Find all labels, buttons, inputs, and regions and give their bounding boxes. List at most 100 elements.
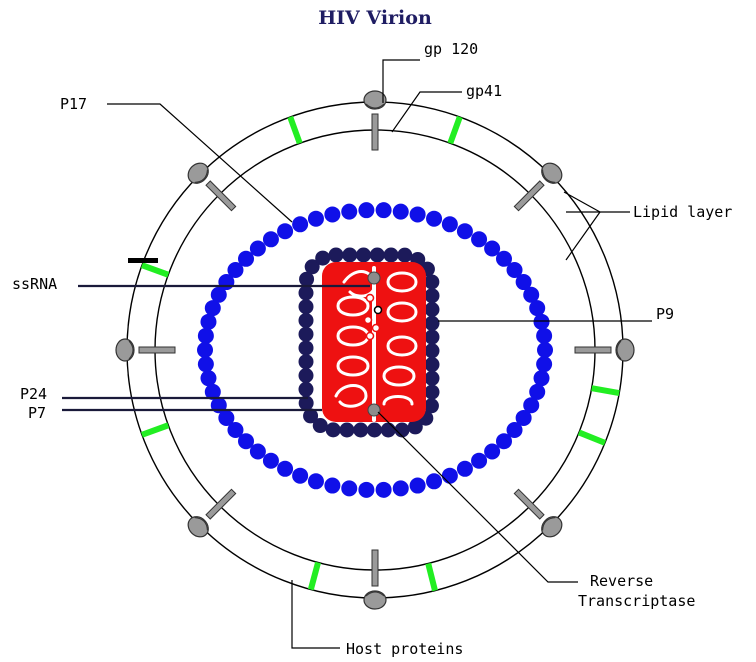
p17-matrix-protein bbox=[537, 342, 553, 358]
p17-matrix-protein bbox=[376, 482, 392, 498]
p17-matrix-protein bbox=[263, 231, 279, 247]
glycoprotein-spike-icon bbox=[509, 159, 566, 216]
p17-matrix-protein bbox=[426, 211, 442, 227]
p24-capsid-protein bbox=[356, 248, 371, 263]
p17-matrix-protein bbox=[393, 204, 409, 220]
host-protein-marker-icon bbox=[287, 116, 302, 144]
glycoprotein-spike-icon bbox=[184, 159, 241, 216]
p17-matrix-protein bbox=[471, 453, 487, 469]
host-protein-dark-marker bbox=[128, 258, 158, 263]
p24-capsid-protein bbox=[299, 299, 314, 314]
reverse-transcriptase-icon bbox=[368, 404, 380, 416]
p17-matrix-protein bbox=[197, 342, 213, 358]
p17-matrix-protein bbox=[457, 461, 473, 477]
p24-capsid-protein bbox=[425, 330, 440, 345]
p17-matrix-protein bbox=[442, 216, 458, 232]
p17-matrix-protein bbox=[358, 202, 374, 218]
p24-capsid-protein bbox=[425, 302, 440, 317]
glycoprotein-spike-icon bbox=[184, 484, 241, 541]
p24-capsid-protein bbox=[299, 354, 314, 369]
p17-matrix-protein bbox=[536, 328, 552, 344]
p17-matrix-protein bbox=[410, 206, 426, 222]
label-host-proteins: Host proteins bbox=[346, 640, 463, 658]
p24-capsid-protein bbox=[326, 422, 341, 437]
p24-capsid-protein bbox=[299, 327, 314, 342]
p17-matrix-protein bbox=[277, 223, 293, 239]
p24-capsid-protein bbox=[299, 382, 314, 397]
p24-capsid-protein bbox=[315, 251, 330, 266]
p17-matrix-protein bbox=[471, 231, 487, 247]
p17-matrix-protein bbox=[358, 482, 374, 498]
p17-matrix-protein bbox=[292, 216, 308, 232]
label-lipid-layer: Lipid layer bbox=[633, 203, 732, 221]
p17-matrix-protein bbox=[457, 223, 473, 239]
p17-matrix-protein bbox=[442, 468, 458, 484]
p24-capsid-protein bbox=[339, 423, 354, 438]
host-protein-marker-icon bbox=[591, 385, 620, 396]
p17-matrix-protein bbox=[198, 328, 214, 344]
p24-capsid-protein bbox=[367, 423, 382, 438]
p17-matrix-protein bbox=[263, 453, 279, 469]
p17-matrix-protein bbox=[536, 356, 552, 372]
glycoprotein-spike-icon bbox=[364, 550, 386, 609]
label-p9: P9 bbox=[656, 305, 674, 323]
p24-capsid-protein bbox=[425, 371, 440, 386]
p17-matrix-protein bbox=[324, 478, 340, 494]
host-protein-marker-icon bbox=[141, 422, 169, 437]
p24-capsid-protein bbox=[425, 357, 440, 372]
p17-matrix-protein bbox=[426, 473, 442, 489]
p24-capsid-protein bbox=[299, 313, 314, 328]
diagram-title: HIV Virion bbox=[318, 7, 432, 29]
glycoprotein-spike-icon bbox=[575, 339, 634, 361]
reverse-transcriptase-top-icon bbox=[368, 272, 380, 284]
p24-capsid-protein bbox=[425, 343, 440, 358]
label-gp120: gp 120 bbox=[424, 40, 478, 58]
p24-capsid-protein bbox=[425, 288, 440, 303]
p17-matrix-protein bbox=[484, 443, 500, 459]
p17-matrix-protein bbox=[277, 461, 293, 477]
p17-matrix-protein bbox=[341, 204, 357, 220]
label-reverse: Reverse bbox=[590, 572, 653, 590]
p17-matrix-protein bbox=[200, 370, 216, 386]
host-protein-marker-icon bbox=[308, 562, 321, 591]
p24-capsid-protein bbox=[425, 385, 440, 400]
p17-matrix-protein bbox=[324, 206, 340, 222]
p17-matrix-protein bbox=[292, 468, 308, 484]
p17-matrix-protein bbox=[534, 314, 550, 330]
p17-matrix-protein bbox=[393, 480, 409, 496]
p24-capsid-protein bbox=[381, 423, 396, 438]
p24-capsid-protein bbox=[424, 274, 439, 289]
p24-capsid-protein bbox=[299, 340, 314, 355]
p17-matrix-protein bbox=[410, 478, 426, 494]
p17-matrix-protein bbox=[534, 370, 550, 386]
p24-capsid-protein bbox=[353, 423, 368, 438]
p24-capsid-protein bbox=[425, 316, 440, 331]
p17-matrix-protein bbox=[529, 300, 545, 316]
p24-capsid-protein bbox=[384, 248, 399, 263]
host-protein-marker-icon bbox=[425, 563, 438, 592]
p17-matrix-protein bbox=[341, 480, 357, 496]
glycoprotein-spike-icon bbox=[509, 484, 566, 541]
p17-matrix-protein bbox=[308, 473, 324, 489]
label-p7: P7 bbox=[28, 404, 46, 422]
p24-capsid-protein bbox=[397, 248, 412, 263]
host-protein-marker-icon bbox=[447, 116, 462, 144]
label-p17: P17 bbox=[60, 95, 87, 113]
p24-capsid-protein bbox=[370, 248, 385, 263]
p17-matrix-protein bbox=[200, 314, 216, 330]
p17-matrix-protein bbox=[198, 356, 214, 372]
host-protein-marker-icon bbox=[578, 430, 606, 446]
p24-capsid-protein bbox=[299, 368, 314, 383]
p17-matrix-protein bbox=[376, 202, 392, 218]
p24-capsid-protein bbox=[342, 248, 357, 263]
host-protein-marker-icon bbox=[141, 262, 169, 277]
p24-capsid-protein bbox=[329, 248, 344, 263]
p24-capsid-protein bbox=[299, 285, 314, 300]
label-transcriptase: Transcriptase bbox=[578, 592, 695, 610]
p17-matrix-protein bbox=[250, 241, 266, 257]
label-p24: P24 bbox=[20, 385, 47, 403]
label-ssrna: ssRNA bbox=[12, 275, 57, 293]
glycoprotein-spike-icon bbox=[116, 339, 175, 361]
p17-matrix-protein bbox=[308, 211, 324, 227]
